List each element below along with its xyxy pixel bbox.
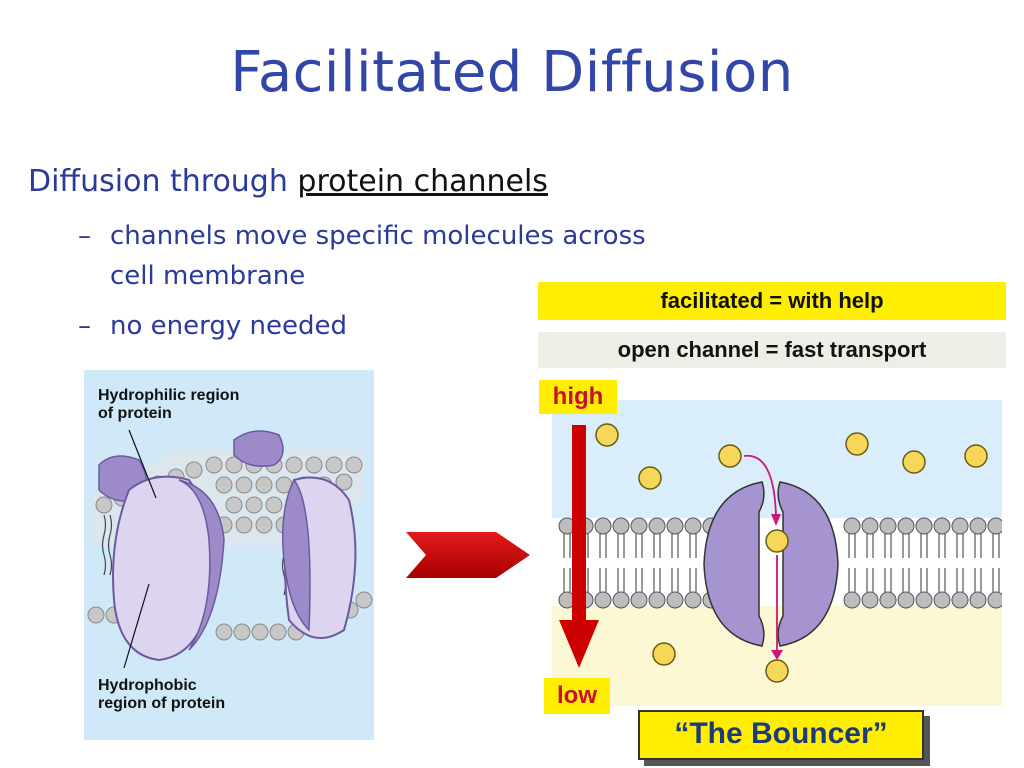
- main-bullet: Diffusion through protein channels: [28, 164, 548, 199]
- hydrophilic-label-line-2: of protein: [98, 405, 172, 422]
- hydrophobic-label-line-1: Hydrophobic: [98, 677, 197, 694]
- main-bullet-underlined: protein channels: [297, 164, 548, 199]
- right-arrow-icon: [406, 532, 530, 578]
- membrane-protein-illustration: Hydrophilic region of protein Hydrophobi…: [84, 370, 374, 740]
- sub-bullet-dash: –: [78, 311, 91, 341]
- low-concentration-label: low: [544, 678, 610, 714]
- sub-bullet-text: channels move specific molecules across …: [110, 221, 646, 291]
- bouncer-caption: “The Bouncer”: [638, 710, 924, 760]
- channel-transport-diagram: [552, 400, 1002, 706]
- main-bullet-text: Diffusion through: [28, 164, 298, 199]
- facilitated-box: facilitated = with help: [538, 282, 1006, 320]
- high-concentration-label: high: [539, 380, 617, 414]
- hydrophobic-label-line-2: region of protein: [98, 695, 225, 712]
- hydrophilic-label-line-1: Hydrophilic region: [98, 387, 239, 404]
- sub-bullet-2: – no energy needed: [78, 306, 698, 346]
- slide-title: Facilitated Diffusion: [230, 40, 794, 105]
- channel-box: open channel = fast transport: [538, 332, 1006, 368]
- sub-bullet-dash: –: [78, 221, 91, 251]
- sub-bullet-1: – channels move specific molecules acros…: [78, 216, 698, 296]
- channel-box-text: open channel = fast transport: [617, 337, 927, 362]
- sub-bullet-text: no energy needed: [110, 311, 347, 341]
- facilitated-box-text: facilitated = with help: [660, 288, 884, 313]
